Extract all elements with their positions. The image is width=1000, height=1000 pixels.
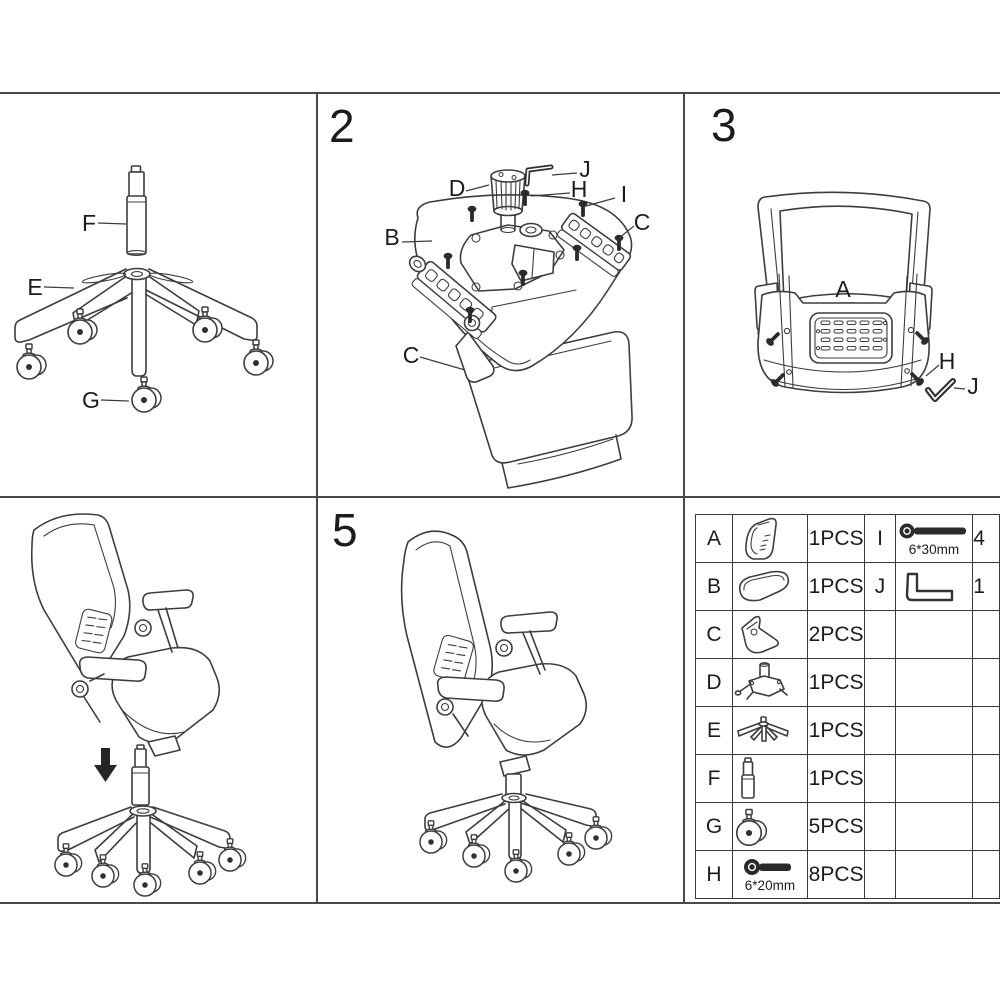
leader-line-E — [43, 286, 75, 289]
seat-icon — [738, 570, 790, 601]
armrest-near — [78, 656, 147, 682]
part-label-A: A — [835, 276, 851, 302]
bolt-size-caption: 6*20mm — [744, 878, 796, 894]
parts-list-table: A 1PCS I 6*30mm 4 B 1PCS J 1 C 2PCS D 1P… — [694, 514, 1000, 899]
leader-line-J — [953, 387, 966, 390]
grid-line-middle — [0, 496, 1000, 498]
grid-line-vertical-2 — [683, 92, 685, 904]
base-icon — [737, 715, 789, 742]
parts-row-D: D 1PCS — [694, 658, 1000, 707]
panel-step5: 5 — [318, 498, 683, 902]
parts-row-F: F 1PCS — [694, 754, 1000, 803]
gas-lift-drawing — [126, 165, 147, 256]
caster-icon — [735, 808, 768, 846]
parts-row-A: A 1PCS I 6*30mm 4 — [694, 514, 1000, 563]
part-label-B: B — [384, 224, 399, 250]
part-letter: I — [864, 514, 896, 563]
step5-number: 5 — [332, 504, 358, 556]
gas-lift-icon — [741, 756, 755, 799]
parts-row-H: H 6*20mm 8PCS — [694, 850, 1000, 899]
parts-row-E: E 1PCS — [694, 706, 1000, 755]
part-label-F: F — [82, 210, 96, 236]
leader-line-G — [100, 399, 130, 402]
leader-lines — [401, 172, 635, 371]
grid-line-top — [0, 92, 1000, 94]
bolt-long-icon — [899, 523, 966, 539]
step2-number: 2 — [329, 100, 355, 152]
allen-key-drawing — [925, 378, 956, 402]
step2-mechanism-drawing: 2 — [329, 100, 651, 489]
panel-step1: F E G — [0, 94, 316, 496]
panel-step2: 2 — [318, 94, 683, 496]
armrest-far — [142, 589, 194, 611]
mechanism-icon — [734, 661, 788, 700]
detached-caster-G — [131, 376, 162, 413]
leader-line-H — [925, 364, 940, 377]
tilt-mechanism-drawing — [459, 169, 565, 292]
backrest-icon — [745, 517, 777, 560]
grid-line-bottom — [0, 902, 1000, 904]
screw-holes — [783, 326, 915, 375]
step3-backrest-drawing: 3 — [711, 99, 979, 402]
part-label-D: D — [449, 175, 466, 201]
step1-base-assembly-drawing: F E G — [14, 165, 274, 413]
allen-key-icon — [905, 572, 953, 601]
part-label-E: E — [27, 274, 42, 300]
step4-assembly-drawing — [30, 513, 247, 897]
step3-number: 3 — [711, 99, 737, 151]
part-letter: A — [694, 514, 734, 563]
parts-row-B: B 1PCS J 1 — [694, 562, 1000, 611]
armrest-icon — [741, 615, 780, 653]
parts-row-C: C 2PCS — [694, 610, 1000, 659]
part-label-I: I — [621, 181, 627, 207]
panel-step3: 3 — [685, 94, 1000, 496]
part-label-G: G — [82, 387, 100, 413]
back-slot-panel — [75, 608, 113, 654]
part-label-J: J — [967, 373, 979, 399]
part-label-H: H — [571, 176, 588, 202]
allen-key-drawing — [524, 164, 554, 187]
part-label-C-left: C — [403, 342, 420, 368]
finished-chair-drawing — [400, 530, 588, 803]
down-arrow-icon — [94, 748, 117, 782]
part-label-C-right: C — [634, 209, 651, 235]
gas-lift-drawing — [131, 744, 150, 806]
grid-line-vertical-1 — [316, 92, 318, 904]
part-label-J: J — [579, 156, 591, 182]
leader-line-F — [97, 222, 127, 225]
part-qty: 4 — [972, 514, 1000, 563]
lumbar-slot-grid — [815, 320, 888, 351]
step5-finished-chair-drawing: 5 — [332, 504, 613, 883]
parts-row-G: G 5PCS — [694, 802, 1000, 851]
panel-step4 — [0, 498, 316, 902]
bolt-short-icon — [743, 859, 791, 876]
chair-upper-drawing — [30, 513, 221, 757]
bolt-size-caption: 6*30mm — [908, 542, 960, 558]
part-qty: 1PCS — [806, 514, 866, 563]
armrest-rail-right — [556, 212, 632, 277]
armrest-rail-left — [408, 255, 497, 383]
part-label-H: H — [939, 348, 956, 374]
